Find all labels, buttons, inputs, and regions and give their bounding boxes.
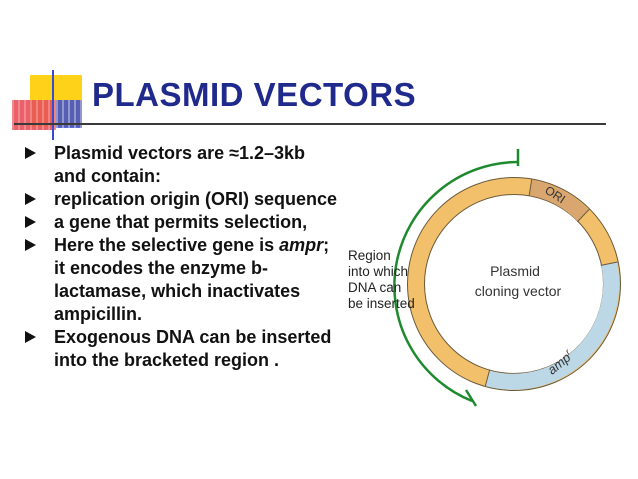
bullet-text: Exogenous DNA can be inserted into the b… xyxy=(54,327,332,370)
deco-vertical-line xyxy=(52,70,54,140)
bullet-item: Here the selective gene is ampr; it enco… xyxy=(22,234,342,326)
bullet-text: a gene that permits selection, xyxy=(54,212,308,232)
divider-ampr-end xyxy=(484,369,491,387)
bullet-marker-icon xyxy=(25,216,36,228)
bullet-marker-icon xyxy=(25,147,36,159)
bullet-text-italic: ampr xyxy=(279,235,324,255)
center-label-cloning-vector: cloning vector xyxy=(475,283,562,299)
bullet-marker-icon xyxy=(25,193,36,205)
title-divider xyxy=(14,123,606,125)
deco-red-block xyxy=(12,100,56,130)
page-title: PLASMID VECTORS xyxy=(92,76,417,113)
insertion-bracket-bottom-tick xyxy=(464,389,478,407)
ori-segment xyxy=(528,179,590,222)
ampr-segment xyxy=(485,262,620,390)
divider-ori-start xyxy=(528,178,533,196)
plasmid-diagram: Plasmid cloning vector ORI ampr xyxy=(393,149,621,407)
center-label-plasmid: Plasmid xyxy=(490,263,540,279)
plasmid-ring-outer-edge xyxy=(407,177,621,391)
bullet-item: Exogenous DNA can be inserted into the b… xyxy=(22,326,342,372)
insertion-bracket xyxy=(393,160,519,403)
bullet-text: Plasmid vectors are ≈1.2–3kb and contain… xyxy=(54,143,306,186)
insertion-region-label: Region into which DNA can be inserted xyxy=(348,248,415,311)
bullet-item: Plasmid vectors are ≈1.2–3kb and contain… xyxy=(22,142,342,188)
deco-red-block-light xyxy=(12,100,56,130)
divider-ampr-start xyxy=(600,261,618,266)
divider-ori-end xyxy=(576,208,590,223)
bullet-text: replication origin (ORI) sequence xyxy=(54,189,338,209)
bullet-marker-icon xyxy=(25,239,36,251)
bullet-text: Here the selective gene is xyxy=(54,235,280,255)
bullet-marker-icon xyxy=(25,331,36,343)
ampr-label-superscript: r xyxy=(563,346,572,356)
bullet-item: replication origin (ORI) sequence xyxy=(22,188,342,211)
bullet-text: ; it encodes the enzyme b-lactamase, whi… xyxy=(54,235,330,324)
bullet-item: a gene that permits selection, xyxy=(22,211,342,234)
bullet-list: Plasmid vectors are ≈1.2–3kb and contain… xyxy=(22,142,342,372)
